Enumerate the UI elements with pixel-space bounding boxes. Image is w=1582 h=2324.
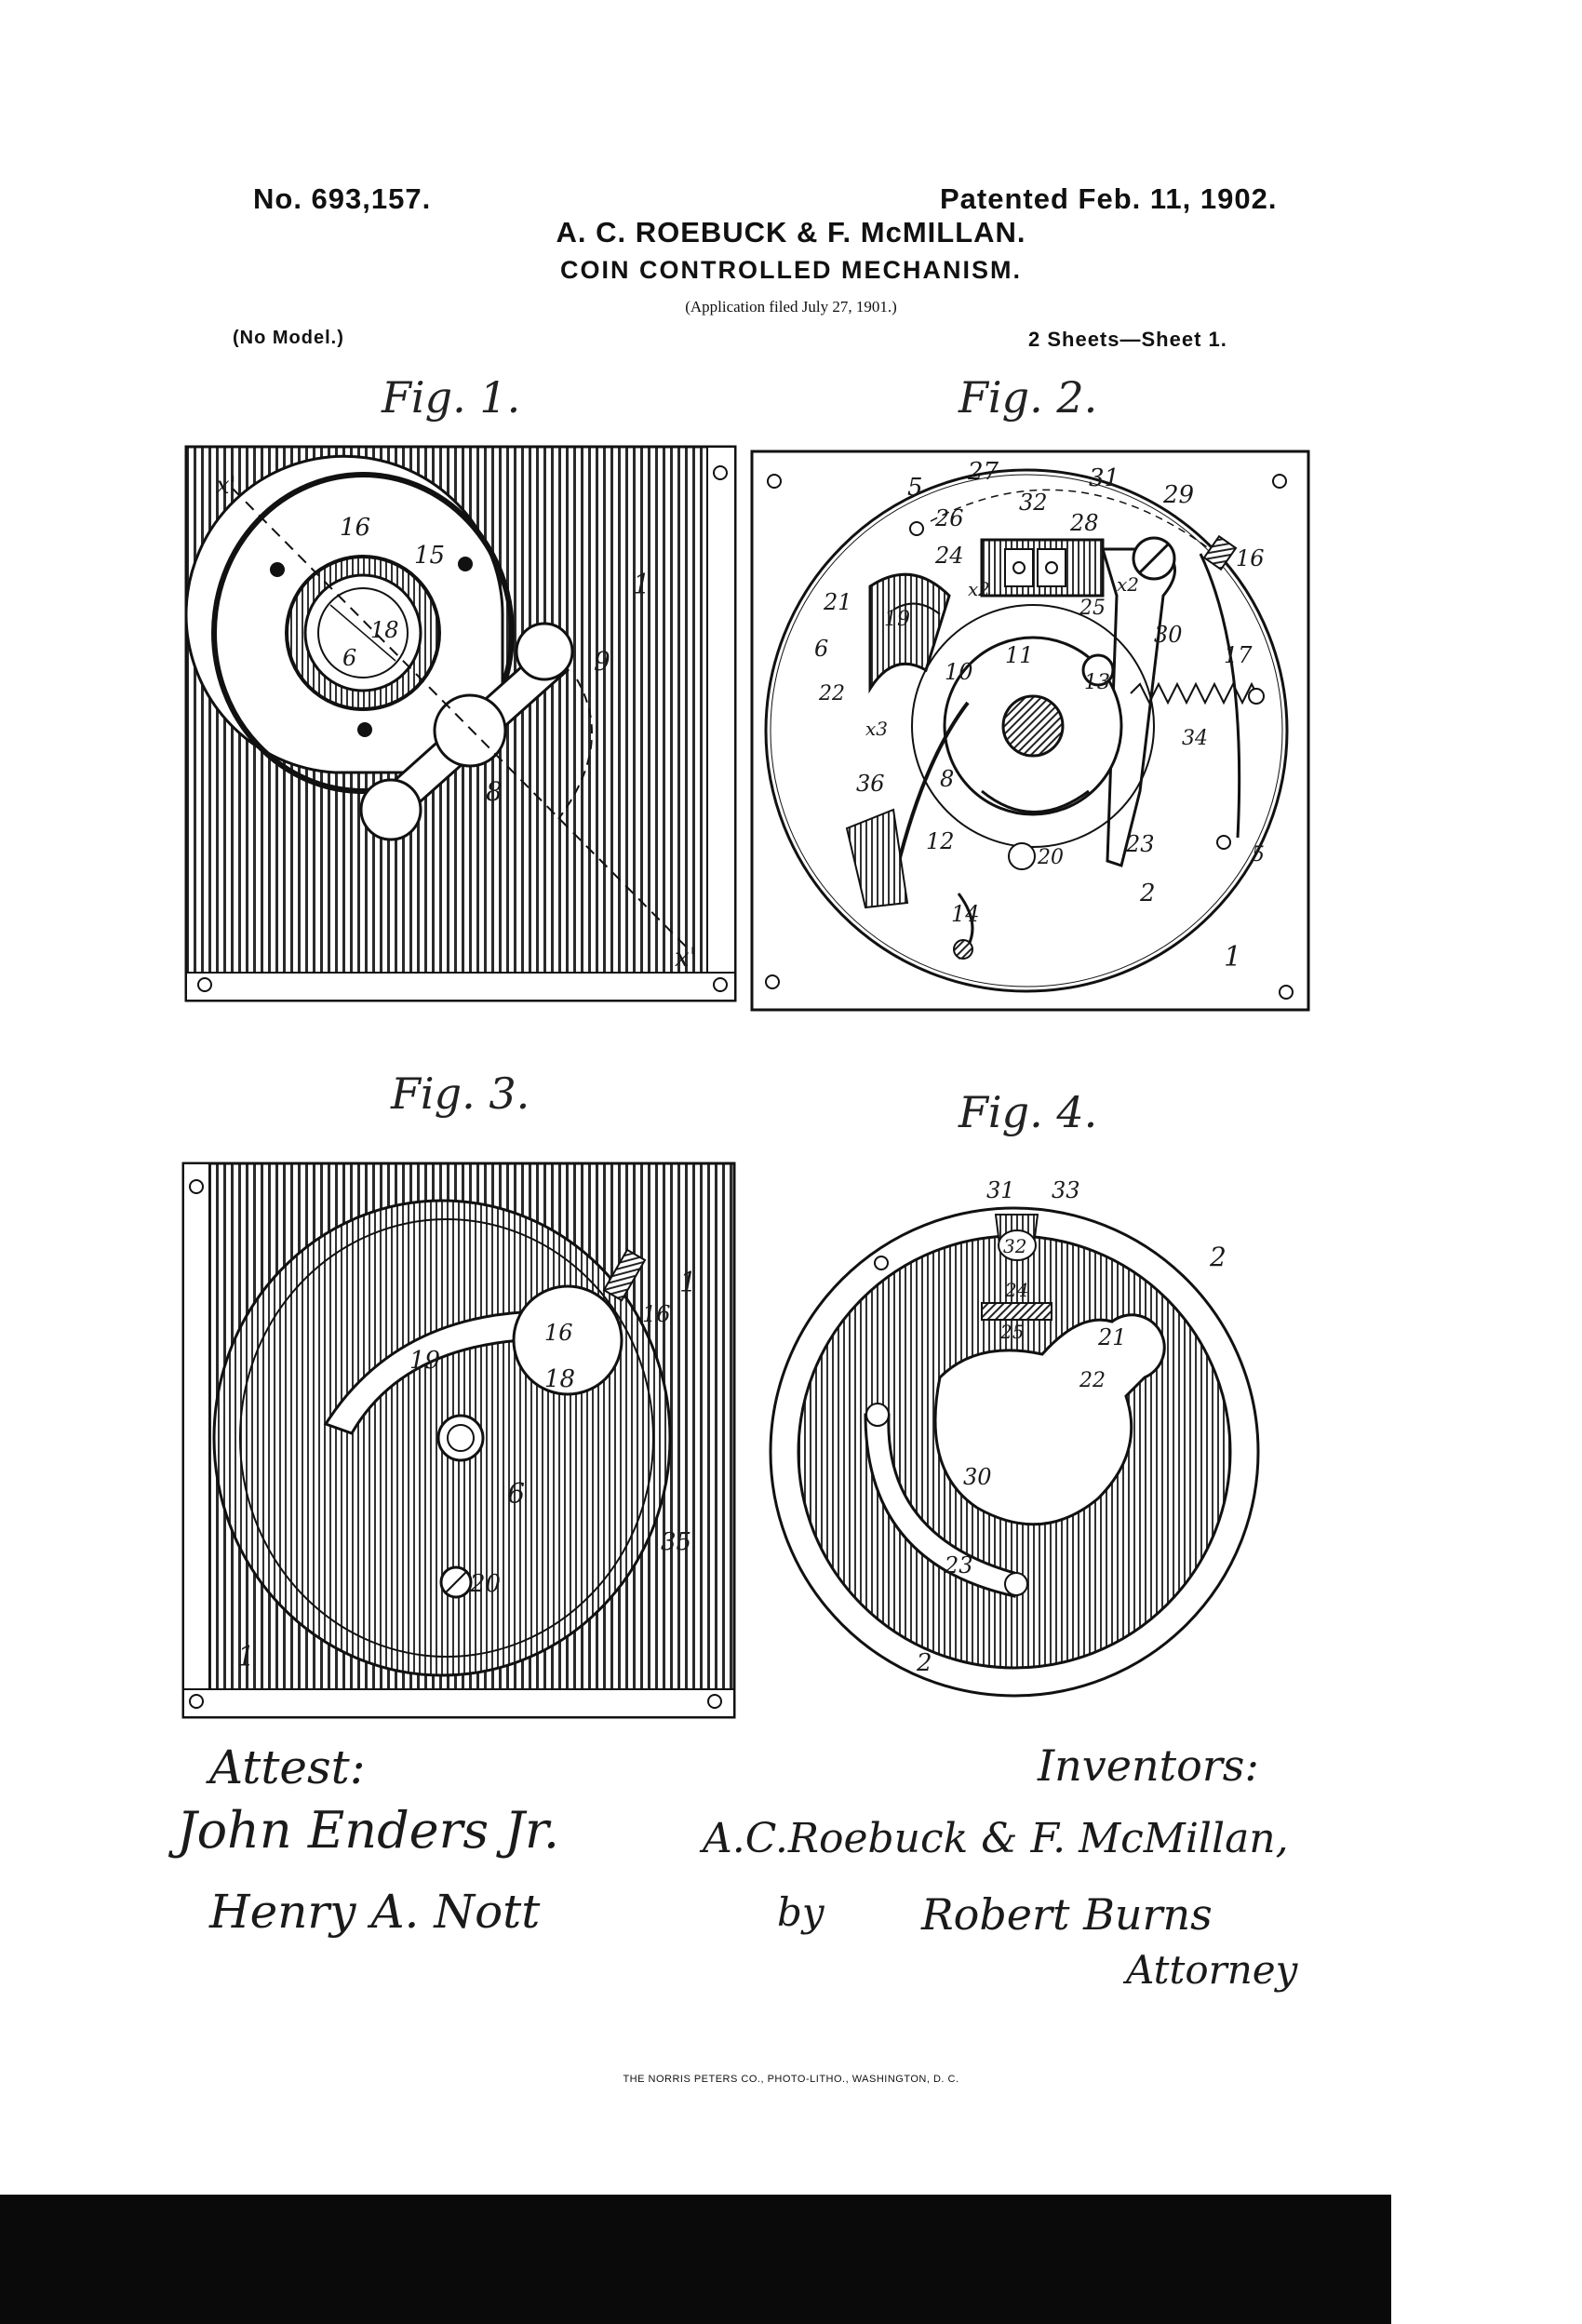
witness-signature-1: John Enders Jr. [177, 1801, 559, 1860]
fig2-ref: 21 [823, 589, 852, 615]
fig2-ref: 11 [1005, 642, 1034, 668]
fig4-ref: 2 [1209, 1242, 1227, 1272]
attest-label: Attest: [209, 1740, 366, 1794]
fig4-ref: 31 [986, 1177, 1015, 1203]
fig1-ref: 1 [633, 569, 650, 601]
fig2-ref: 23 [1125, 831, 1155, 857]
fig4-label: Fig. 4. [959, 1087, 1098, 1137]
attorney-label: Attorney [1126, 1947, 1298, 1993]
fig2-ref: 8 [940, 766, 954, 792]
fig4-ref: 24 [1004, 1279, 1028, 1301]
fig2-ref: 12 [926, 828, 955, 854]
scan-border [0, 2195, 1391, 2324]
fig1-ref: 15 [414, 542, 445, 570]
fig2-ref: 24 [934, 543, 964, 569]
fig2-ref: 26 [934, 505, 964, 531]
patent-date: Patented Feb. 11, 1902. [940, 182, 1278, 215]
inventor-names-header: A. C. ROEBUCK & F. McMILLAN. [556, 216, 1026, 249]
fig4-ref: 32 [1003, 1235, 1026, 1257]
fig4-ref: 25 [999, 1321, 1024, 1343]
fig4-ref: 2 [916, 1649, 932, 1677]
fig2-ref: 10 [945, 659, 973, 685]
fig2-ref: 29 [1162, 481, 1194, 509]
patent-title: COIN CONTROLLED MECHANISM. [560, 256, 1022, 284]
fig1-label: Fig. 1. [382, 372, 521, 423]
fig2-ref: 34 [1182, 727, 1208, 750]
fig2-ref: 31 [1089, 464, 1119, 492]
patent-number: No. 693,157. [253, 182, 432, 215]
fig1-ref: 16 [340, 514, 370, 542]
sheet-count: 2 Sheets—Sheet 1. [1028, 328, 1227, 351]
fig3-drawing: 1 16 16 19 18 6 35 20 1 [181, 1162, 736, 1719]
fig2-ref: 20 [1037, 846, 1064, 869]
fig3-ref: 20 [469, 1570, 501, 1598]
inventor-signatures: A.C.Roebuck & F. McMillan, [703, 1815, 1289, 1862]
fig2-ref: 25 [1079, 597, 1106, 620]
fig3-ref: 19 [409, 1347, 440, 1375]
fig1-ref: x' [675, 942, 697, 973]
fig2-ref: 17 [1224, 642, 1253, 668]
fig2-ref: 27 [967, 458, 999, 486]
fig2-ref: x2 [1117, 573, 1139, 596]
inventors-label: Inventors: [1038, 1740, 1259, 1791]
fig1-ref: 8 [486, 776, 503, 807]
fig3-ref: 16 [544, 1320, 573, 1346]
fig2-ref: 13 [1084, 671, 1110, 694]
fig3-ref: 18 [544, 1365, 575, 1393]
fig4-ref: 23 [944, 1552, 973, 1578]
fig4-ref: 22 [1079, 1369, 1106, 1392]
fig2-ref: x3 [865, 718, 888, 740]
fig2-ref: 22 [818, 682, 845, 705]
filing-date: (Application filed July 27, 1901.) [685, 298, 897, 316]
fig2-ref: 28 [1069, 510, 1099, 536]
fig3-ref: 35 [661, 1528, 691, 1556]
fig3-label: Fig. 3. [391, 1068, 530, 1119]
model-note: (No Model.) [233, 328, 344, 348]
fig2-drawing: 5 27 31 29 26 32 28 16 24 x2 x2 25 21 19… [750, 450, 1310, 1012]
fig4-ref: 33 [1052, 1177, 1080, 1203]
fig2-ref: 19 [884, 608, 910, 631]
fig2-ref: 30 [1154, 622, 1183, 648]
fig2-ref: 16 [1236, 545, 1265, 571]
fig2-ref: 1 [1224, 941, 1241, 974]
fig4-ref: 21 [1097, 1324, 1127, 1350]
fig1-ref: 9 [594, 646, 610, 677]
fig1-ref: x' [216, 472, 236, 500]
fig3-ref: 6 [507, 1478, 525, 1511]
fig2-ref: 36 [856, 771, 885, 797]
fig2-ref: 5 [907, 474, 923, 502]
printer-credit: THE NORRIS PETERS CO., PHOTO-LITHO., WAS… [623, 2074, 959, 2085]
witness-signature-2: Henry A. Nott [209, 1885, 541, 1939]
fig4-drawing: 31 33 32 2 24 25 21 22 30 23 2 [769, 1177, 1260, 1698]
fig1-ref: 18 [370, 617, 399, 643]
fig1-drawing: x' 16 15 1 18 6 9 8 x' [184, 445, 737, 1002]
fig1-ref: 6 [342, 645, 356, 671]
fig3-ref: 1 [237, 1641, 255, 1673]
fig2-ref: x2 [968, 578, 990, 600]
attorney-signature: Robert Burns [921, 1889, 1213, 1940]
fig2-ref: 32 [1019, 490, 1048, 516]
fig4-ref: 30 [963, 1464, 992, 1490]
fig3-ref: 1 [679, 1267, 697, 1299]
fig2-ref: 2 [1139, 880, 1156, 907]
fig2-ref: 6 [814, 636, 828, 662]
fig2-ref: 14 [951, 901, 980, 927]
fig3-ref: 16 [642, 1301, 671, 1327]
by-label: by [777, 1889, 825, 1935]
fig2-ref: 5 [1252, 843, 1265, 866]
fig2-label: Fig. 2. [959, 372, 1098, 423]
